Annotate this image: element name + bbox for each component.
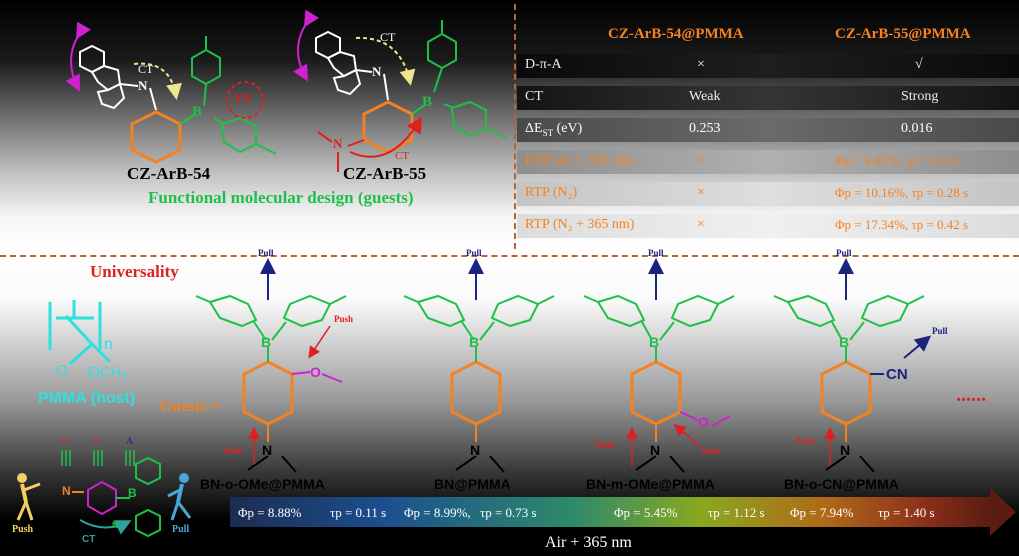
dpa-scheme: [16, 450, 192, 538]
molecule-cz-arb-55: [293, 9, 507, 172]
vs-label: VS: [234, 92, 252, 107]
nitrogen-label-1: N: [138, 78, 148, 93]
dpa-pi-label: π: [94, 432, 101, 447]
pull-label: Pull: [836, 248, 852, 258]
table-row: RTP (N₂ + 365 nm) × Φp = 17.34%, τp = 0.…: [517, 214, 1019, 238]
ct-label-2: CT: [380, 30, 396, 44]
table-row: D-π-A × √: [517, 54, 1019, 78]
push-label: Push: [796, 436, 816, 446]
mesityl-acceptor-2: [427, 20, 507, 139]
push-label: Push: [702, 446, 722, 456]
ellipsis: ......: [956, 384, 986, 406]
guest-1-tau: τp = 0.11 s: [330, 505, 387, 520]
carbazole-donor-1: [79, 44, 126, 110]
table-row: ΔEST (eV) 0.253 0.016: [517, 118, 1019, 142]
guest-1-phi: Φp = 8.88%: [238, 505, 302, 520]
design-caption: Functional molecular design (guests): [148, 188, 414, 207]
guest-3-phi: Φp = 5.45%: [614, 505, 678, 520]
table-header-col1: CZ-ArB-54@PMMA: [608, 26, 744, 42]
dpa-n-label: N: [62, 484, 71, 498]
guest-name-2: BN@PMMA: [434, 476, 511, 492]
ct-label-3: CT: [395, 150, 410, 162]
guest-4-phi: Φp = 7.94%: [790, 505, 854, 520]
nitrogen-atom: N: [262, 442, 273, 458]
table-row: RTP (N₂) × Φp = 10.16%, τp = 0.28 s: [517, 182, 1019, 206]
vs-circle: [226, 81, 264, 119]
pmma-och3: OCH₃: [88, 364, 128, 381]
boron-label-2: B: [422, 94, 433, 110]
boron-atom: B: [469, 334, 480, 350]
guest-bn-m-ome: [583, 258, 735, 473]
guest-3-tau: τp = 1.12 s: [708, 505, 765, 520]
pmma-structure: [48, 300, 112, 366]
carbazole-donor-2: [315, 30, 362, 96]
nitrogen-label-2: N: [372, 64, 382, 79]
guest-2-phi: Φp = 8.99%,: [404, 505, 471, 520]
dpa-acceptor-label: A: [126, 436, 134, 447]
guest-4-tau: τp = 1.40 s: [878, 505, 935, 520]
pmma-host-label: PMMA (host): [38, 390, 136, 407]
universality-title: Universality: [90, 262, 179, 281]
pull-label: Pull: [648, 248, 664, 258]
boron-atom: B: [839, 334, 850, 350]
pull-label: Pull: [258, 248, 274, 258]
oxygen-atom: O: [698, 414, 709, 430]
excitation-condition-label: Air + 365 nm: [545, 534, 632, 551]
molecule-name-2: CZ-ArB-55: [343, 164, 427, 183]
dpa-donor-label: D: [62, 436, 70, 447]
push-label: Push: [224, 446, 244, 456]
guest-bn: [403, 258, 555, 473]
guest-2-tau: τp = 0.73 s: [480, 505, 537, 520]
mesityl-acceptor-1: [191, 36, 277, 155]
horizontal-divider: [0, 255, 1019, 257]
dpa-push-label: Push: [12, 524, 34, 535]
cyano-group: CN: [886, 366, 908, 383]
guest-name-4: BN-o-CN@PMMA: [784, 476, 899, 492]
pmma-o: O: [56, 362, 68, 379]
table-row: RTP (air + 365 nm) × Φp = 6.83%, τp = 0.…: [517, 150, 1019, 174]
boron-label-1: B: [192, 104, 203, 120]
ct-label-1: CT: [138, 62, 154, 76]
band-arrowhead: [990, 488, 1016, 536]
table-row: CT Weak Strong: [517, 86, 1019, 110]
nitrogen-atom: N: [840, 442, 851, 458]
phenyl-bridge-2: [362, 100, 414, 154]
nitrogen-label-3: N: [333, 136, 343, 151]
pmma-n: n: [104, 336, 113, 353]
boron-atom: B: [261, 334, 272, 350]
oxygen-atom: O: [310, 364, 321, 380]
pull-label: Pull: [932, 326, 948, 336]
dpa-b-label: B: [128, 486, 137, 500]
push-label: Push: [596, 440, 616, 450]
boron-atom: B: [649, 334, 660, 350]
guest-bn-o-cn: [773, 258, 932, 473]
guest-name-3: BN-m-OMe@PMMA: [586, 476, 715, 492]
pull-label: Pull: [466, 248, 482, 258]
excitation-band: [230, 497, 990, 527]
nitrogen-atom: N: [470, 442, 481, 458]
dpa-n2-label: N: [112, 520, 119, 530]
guest-bn-o-ome: [195, 258, 347, 473]
dpa-ct-label: CT: [82, 534, 96, 545]
vertical-divider: [514, 4, 516, 249]
table-header-col2: CZ-ArB-55@PMMA: [835, 26, 971, 42]
phenyl-bridge-1: [130, 110, 182, 164]
guests-label: Guests =: [160, 398, 220, 415]
nitrogen-atom: N: [650, 442, 661, 458]
guest-name-1: BN-o-OMe@PMMA: [200, 476, 325, 492]
dpa-pull-label: Pull: [172, 524, 190, 535]
molecule-name-1: CZ-ArB-54: [127, 164, 211, 183]
molecule-cz-arb-54: [65, 21, 277, 164]
push-label: Push: [334, 314, 354, 324]
